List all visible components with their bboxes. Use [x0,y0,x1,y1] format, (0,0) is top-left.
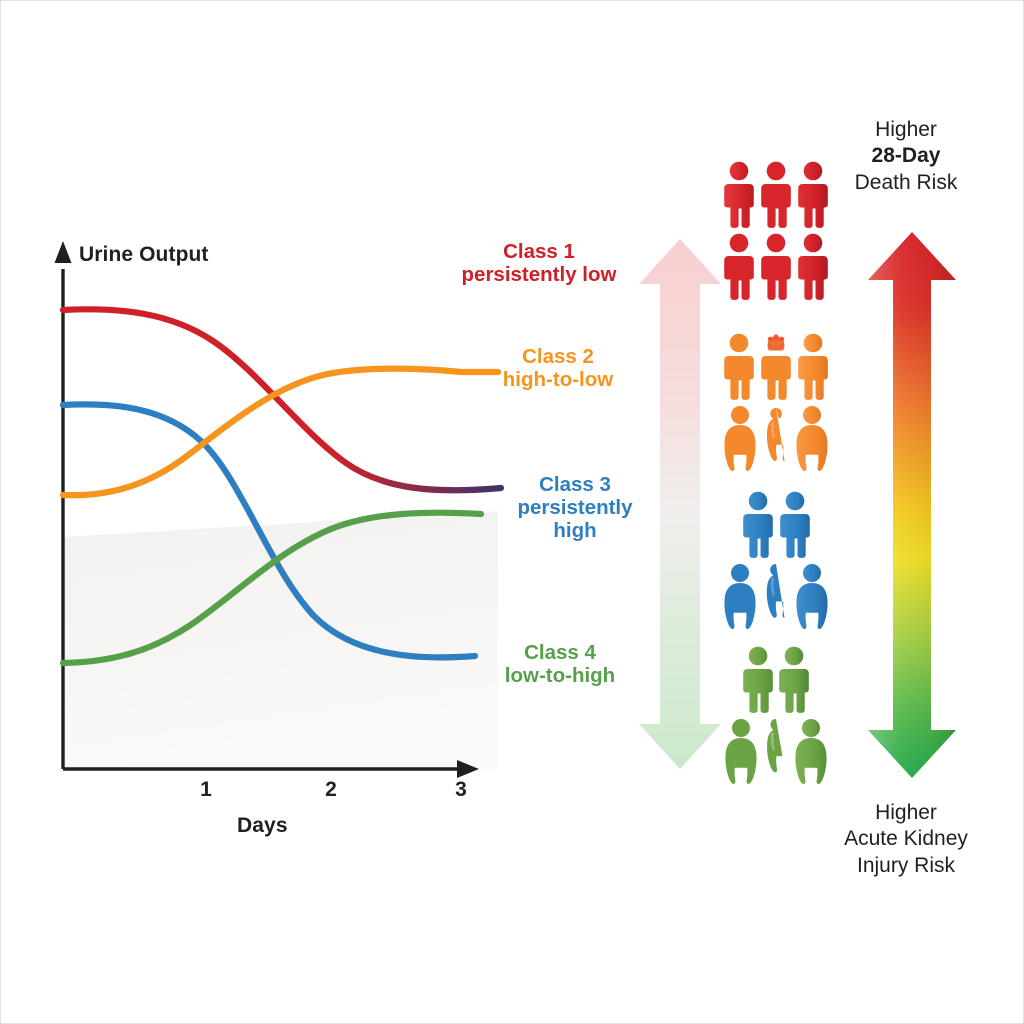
pictogram-row [713,328,839,400]
person-standing-icon [761,334,791,400]
x-tick-1: 1 [200,778,212,801]
class-3-title: Class 3 [539,473,611,496]
pictogram-group-class-3 [713,486,839,630]
pictogram-row [713,486,839,558]
class-1-title: Class 1 [503,240,575,263]
person-rounded-icon [795,719,827,784]
class-3-subtitle-line-2: high [553,518,597,542]
person-standing-icon [798,333,828,400]
aki-risk-caption: Higher Acute Kidney Injury Risk [812,800,1000,879]
person-standing-icon [742,491,773,558]
pictogram-row [713,156,839,228]
person-rounded-icon [796,564,828,629]
x-axis-title: Days [237,814,288,837]
legend-label-class-4: Class 4 low-to-high [483,641,637,688]
person-standing-icon [761,161,791,228]
person-standing-icon [779,646,809,713]
person-rounded-icon [796,406,828,471]
risk-arrow-shading [868,232,956,778]
plot-background-panel [63,511,498,769]
pictogram-row [713,558,839,630]
pictogram-row [713,641,839,713]
pictogram-column [713,156,839,796]
pictogram-group-class-1 [713,156,839,300]
class-4-title: Class 4 [524,641,596,664]
death-risk-caption: Higher 28-Day Death Risk [818,117,994,196]
legend-label-class-3: Class 3 persistently high [513,473,637,543]
person-rounded-icon [725,719,757,784]
person-rounded-icon [724,564,756,629]
pictogram-row [713,400,839,472]
x-axis-arrowhead [457,760,479,778]
class-2-subtitle: high-to-low [502,367,614,391]
person-standing-icon [724,161,754,228]
class-2-curve [59,365,502,499]
pictogram-group-class-2 [713,328,839,472]
death-risk-line-1: Higher [875,118,937,141]
class-4-subtitle: low-to-high [504,663,616,687]
class-4-curve [59,509,485,667]
person-standing-icon [761,233,791,300]
person-standing-icon [724,233,754,300]
person-rounded-icon [724,406,756,471]
person-rounded-partial-icon [766,408,785,461]
pale-gradient-double-arrow [639,239,721,769]
person-standing-icon [779,491,810,558]
chart-svg [54,241,505,778]
legend-label-class-2: Class 2 high-to-low [479,345,637,392]
person-standing-icon [798,161,828,228]
aki-risk-line-3: Injury Risk [856,853,956,877]
x-tick-3: 3 [455,778,467,801]
urine-output-chart: Urine Output Days 1 2 3 [1,1,661,901]
y-axis-arrowhead [54,241,72,263]
person-standing-icon [798,233,828,300]
x-tick-2: 2 [325,778,337,801]
class-3-subtitle-line-1: persistently [517,495,633,519]
pictogram-row [713,228,839,300]
legend-label-class-1: Class 1 persistently low [444,240,634,287]
class-1-curve [59,306,505,494]
person-rounded-partial-icon [766,564,785,618]
aki-risk-line-2: Acute Kidney [844,827,968,851]
death-risk-line-2: 28-Day [871,144,941,168]
class-2-title: Class 2 [522,345,594,368]
aki-risk-line-1: Higher [875,801,937,824]
person-standing-icon [743,646,773,713]
class-3-curve [59,401,479,661]
class-1-subtitle: persistently low [461,262,617,286]
person-standing-icon [724,333,754,400]
person-rounded-partial-icon [767,719,783,773]
pale-arrow-shape [639,239,721,769]
pictogram-row [713,713,839,785]
death-risk-line-3: Death Risk [854,170,958,194]
pictogram-group-class-4 [713,641,839,785]
risk-gradient-double-arrow [868,232,956,778]
y-axis-title: Urine Output [79,243,209,266]
